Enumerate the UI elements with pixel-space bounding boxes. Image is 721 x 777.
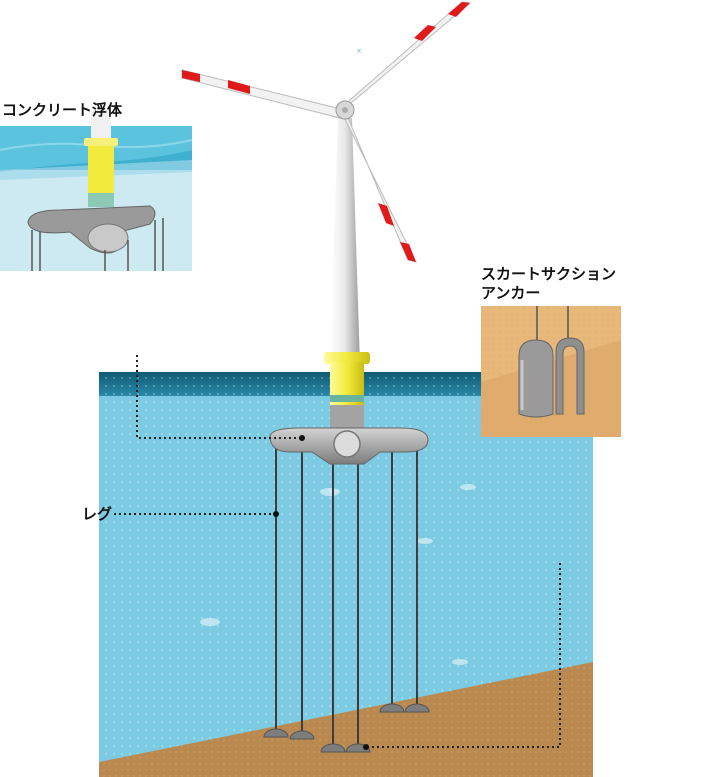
concrete-float [269,427,429,465]
turbine-blade [344,1,472,109]
svg-text:×: × [356,47,362,55]
callout-lines [114,355,561,748]
anchor-callout-line [366,563,561,748]
concrete-float-label: コンクリート浮体 [2,101,123,119]
leg-label: レグ [82,505,113,523]
suction-anchor-icon [555,337,585,415]
legs [275,448,418,745]
rotor [181,1,472,263]
seabed [99,662,593,777]
anchor-dome [379,703,405,713]
turbine-blade [181,69,346,119]
anchor-dome [320,743,346,753]
callout-dots [273,435,369,750]
skirt-anchor-label-line1: スカートサクション [481,265,617,283]
skirt-anchor-label-line2: アンカー [481,284,541,302]
concrete-float-inset [0,110,193,271]
anchor-dome [404,703,430,713]
skirt-suction-anchor-inset [481,306,621,437]
tower [330,118,360,365]
anchor-dome [263,728,289,738]
float-collar [324,352,370,428]
anchor-dome [289,730,315,740]
suction-anchor-icon [518,339,554,418]
